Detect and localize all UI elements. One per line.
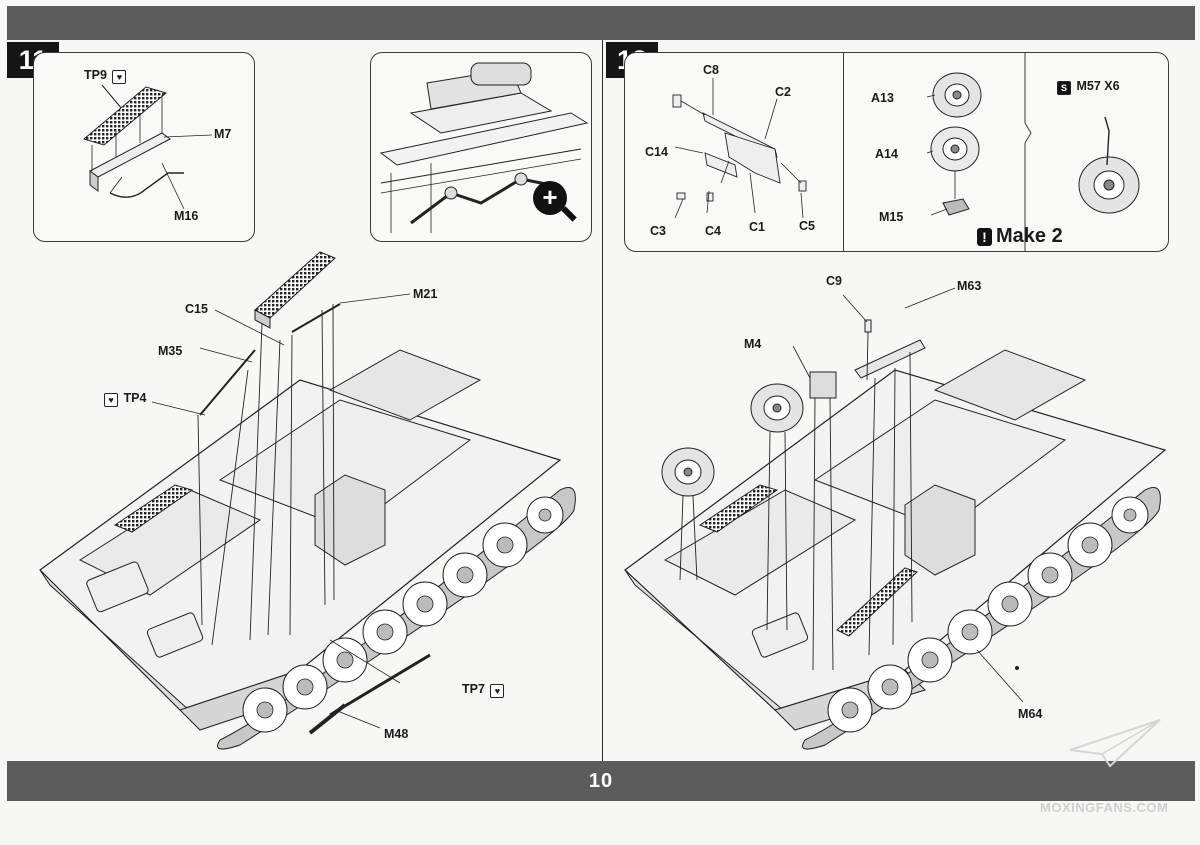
watermark-text: MOXINGFANS.COM [1040,800,1169,815]
label-m7: M7 [214,127,232,141]
label-a14: A14 [875,147,898,161]
bracket-assembly-drawing [672,78,807,219]
step-11-inset-grille: TP9 ♥ M7 M16 [33,52,255,242]
screw-icon: S [1057,81,1071,95]
glue-icon: ♥ [490,684,505,698]
label-m15: M15 [879,210,904,224]
page-divider [602,40,603,761]
label-c4: C4 [705,224,721,238]
label-tp9: TP9 ♥ [84,68,128,84]
exclamation-icon: ! [977,227,992,246]
inset-separator [843,53,844,251]
label-c1: C1 [749,220,765,234]
label-m48: M48 [384,727,409,741]
label-c5: C5 [799,219,815,233]
step-12-inset: C8 C2 C14 C3 C4 C1 C5 A13 A14 M15 ! Make… [624,52,1169,252]
paper-plane-logo [1069,719,1161,768]
label-m21: M21 [413,287,438,301]
wheel-screw-drawing [1078,116,1140,214]
label-c3: C3 [650,224,666,238]
magnified-suspension-drawing [379,62,589,233]
make-2-note: ! Make 2 [977,225,1063,248]
label-tp4: ♥ TP4 [102,391,146,407]
label-m57: S M57 X6 [1055,79,1120,95]
label-m35: M35 [158,344,183,358]
label-m4: M4 [744,337,762,351]
step-11-inset-magnified: + [370,52,592,242]
label-m16: M16 [174,209,199,223]
label-tp7: TP7 ♥ [462,682,506,698]
inset-zigzag-separator [1024,53,1032,251]
glue-icon: ♥ [104,393,118,407]
road-wheel-assembly-drawing [926,72,982,216]
footer-band: 10 [7,761,1195,801]
label-a13: A13 [871,91,894,105]
label-c2: C2 [775,85,791,99]
label-c15: C15 [185,302,208,316]
label-c8: C8 [703,63,719,77]
header-band [7,6,1195,40]
grille-detail-drawing [82,84,213,210]
label-m63: M63 [957,279,982,293]
label-c9: C9 [826,274,842,288]
step-12-hull-drawing [624,287,1167,750]
step-11-hull-drawing [39,251,576,750]
label-m64: M64 [1018,707,1043,721]
glue-icon: ♥ [112,70,127,84]
page-number: 10 [588,769,614,792]
label-c14: C14 [645,145,668,159]
make-2-text: Make 2 [996,225,1063,247]
